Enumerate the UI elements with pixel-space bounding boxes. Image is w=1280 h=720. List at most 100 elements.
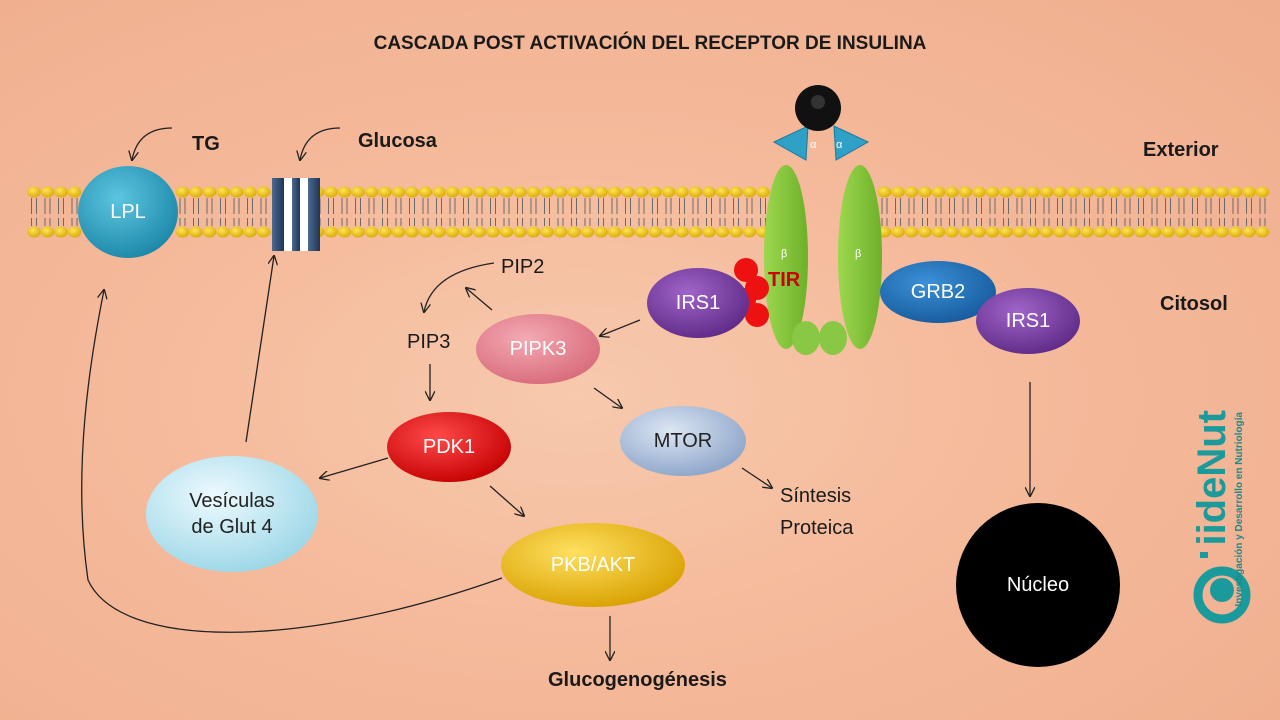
beta-right-label: β xyxy=(855,248,862,260)
arrow-pipk3-mtor xyxy=(593,387,622,408)
nucleo-node xyxy=(956,503,1120,667)
pip2-label: PIP2 xyxy=(501,256,545,278)
arrow-glucosa-channel xyxy=(300,127,341,160)
lipid-head xyxy=(526,186,541,198)
lipid-head xyxy=(675,226,689,238)
lipid-head xyxy=(216,186,230,198)
lipid-head xyxy=(999,226,1013,238)
lipid-head xyxy=(459,226,473,238)
lipid-head xyxy=(324,186,338,198)
lipid-head xyxy=(742,226,757,238)
lipid-head xyxy=(1174,226,1189,238)
lipid-head xyxy=(607,186,622,198)
lipid-head xyxy=(985,186,1000,198)
lipid-head xyxy=(189,226,203,238)
lipid-head xyxy=(1242,186,1256,198)
lipid-head xyxy=(472,186,487,198)
lipid-head xyxy=(67,226,82,238)
lipid-head xyxy=(999,186,1013,198)
lipid-head xyxy=(675,186,689,198)
glut4-text-line2: de Glut 4 xyxy=(191,516,273,538)
lipid-head xyxy=(1080,186,1094,198)
lipid-head xyxy=(364,186,379,198)
lipid-head xyxy=(931,226,946,238)
lipid-head xyxy=(1228,186,1243,198)
lipid-head xyxy=(553,226,568,238)
lipid-head xyxy=(67,186,82,198)
lipid-head xyxy=(364,226,379,238)
lipid-head xyxy=(432,226,446,238)
lipid-head xyxy=(1026,226,1040,238)
lipid-head xyxy=(1134,226,1148,238)
logo-tagline: Investigación y Desarrollo en Nutriologí… xyxy=(1234,412,1245,607)
lipid-head xyxy=(540,226,554,238)
lipid-head xyxy=(715,186,730,198)
lipid-head xyxy=(1080,226,1094,238)
irs1-left-text: IRS1 xyxy=(675,292,721,314)
receptor-foot-right xyxy=(819,321,847,355)
lipid-head xyxy=(1120,226,1135,238)
lipid-head xyxy=(27,226,41,238)
sintesis-label-line1: Síntesis xyxy=(780,485,852,507)
arrow-irs1-pipk3 xyxy=(600,319,641,336)
lipid-head xyxy=(1053,226,1067,238)
irs1-right-text: IRS1 xyxy=(1005,310,1051,332)
lipid-head xyxy=(594,186,608,198)
iidenut-logo xyxy=(1193,552,1251,624)
lipid-head xyxy=(202,226,217,238)
lipid-head xyxy=(1255,186,1270,198)
arrow-glut4-channel xyxy=(245,256,274,443)
lipid-head xyxy=(1066,226,1081,238)
arrow-pipk3-pip2 xyxy=(466,288,493,311)
lipid-head xyxy=(40,186,55,198)
lipid-head xyxy=(756,186,770,198)
lipid-head xyxy=(1174,186,1189,198)
arrow-tg-lpl xyxy=(132,127,173,160)
lipid-head xyxy=(472,226,487,238)
lipid-head xyxy=(229,186,244,198)
pkb-text: PKB/AKT xyxy=(550,554,636,576)
mtor-text: MTOR xyxy=(653,430,713,452)
irs1-right-node xyxy=(976,288,1080,354)
receptor-beta-right xyxy=(838,165,882,349)
lipid-head xyxy=(513,226,527,238)
lipid-head xyxy=(1201,226,1216,238)
lipid-head xyxy=(513,186,527,198)
lipid-head xyxy=(945,186,959,198)
lipid-head xyxy=(243,186,257,198)
lipid-head xyxy=(607,226,622,238)
lipid-head xyxy=(40,226,55,238)
lipid-head xyxy=(1039,186,1054,198)
lipid-head xyxy=(351,186,365,198)
lipid-head xyxy=(1134,186,1148,198)
beta-left-label: β xyxy=(781,248,788,260)
receptor-foot-left xyxy=(792,321,820,355)
lipid-head xyxy=(54,186,68,198)
lipid-head xyxy=(256,186,271,198)
phosphate-1 xyxy=(734,258,758,282)
lipid-head xyxy=(54,226,68,238)
lipid-head xyxy=(405,226,419,238)
logo-name: iideNut xyxy=(1190,410,1234,546)
lipid-head xyxy=(972,186,986,198)
lipid-head xyxy=(499,186,514,198)
mtor-node xyxy=(620,406,746,476)
lipid-head xyxy=(540,186,554,198)
lipid-head xyxy=(351,226,365,238)
lipid-head xyxy=(499,226,514,238)
pathway-arrows xyxy=(81,127,1030,660)
arrow-pip2-pip3 xyxy=(424,262,495,312)
lipid-bilayer xyxy=(27,186,1270,238)
region-exterior-label: Exterior xyxy=(1143,139,1219,161)
lipid-head xyxy=(958,186,973,198)
lipid-head xyxy=(634,226,649,238)
lpl-node xyxy=(78,166,178,258)
lipid-head xyxy=(580,226,595,238)
lipid-head xyxy=(378,186,392,198)
lipid-head xyxy=(1147,186,1162,198)
nucleo-text: Núcleo xyxy=(1006,574,1070,596)
lipid-head xyxy=(918,226,932,238)
lipid-head xyxy=(1215,186,1229,198)
lipid-head xyxy=(256,226,271,238)
pipk3-text: PIPK3 xyxy=(509,338,567,360)
